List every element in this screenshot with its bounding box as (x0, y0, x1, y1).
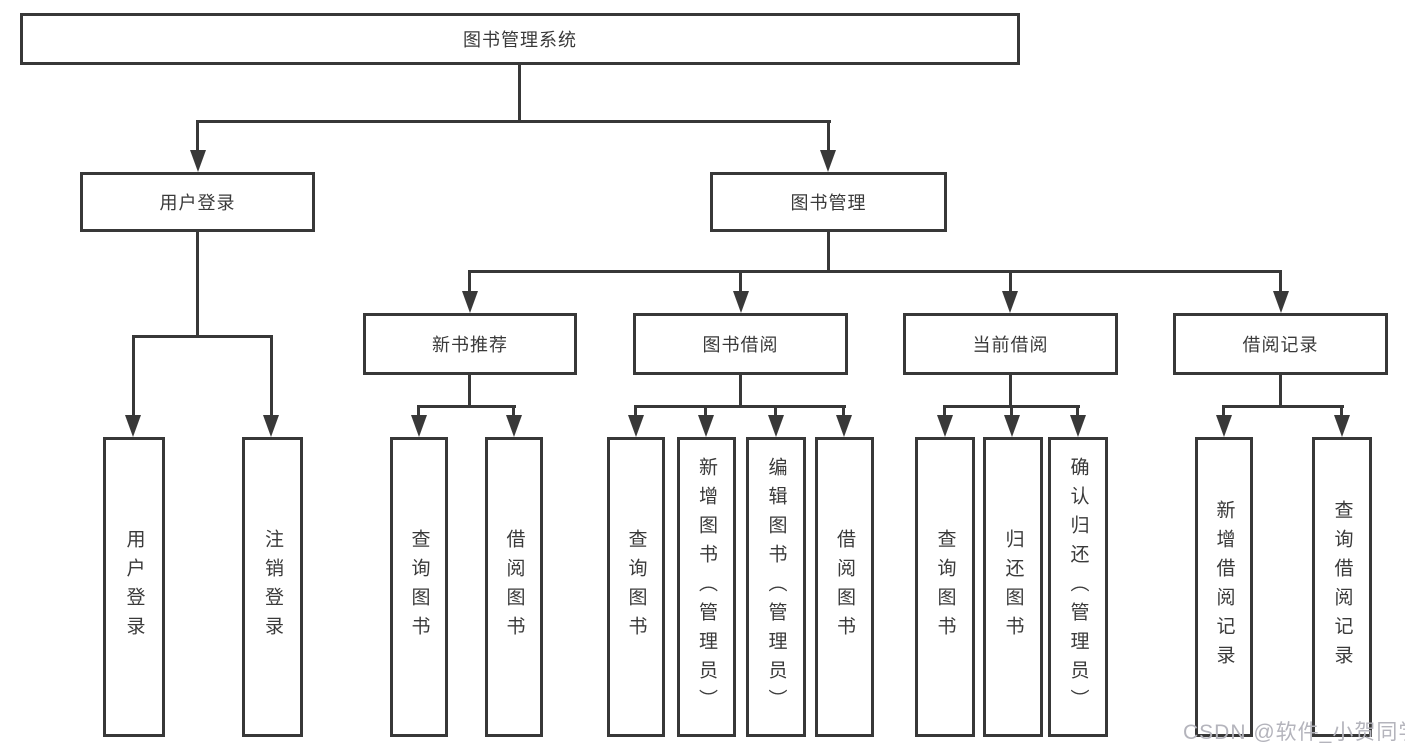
connector-drop-query-books-d (943, 405, 946, 415)
leaf-edit-books-admin: 编辑图书（管理员） (746, 437, 806, 737)
node-label: 当前借阅 (972, 335, 1049, 355)
leaf-add-borrow-record: 新增借阅记录 (1195, 437, 1253, 737)
connector-newbook-stem (468, 375, 471, 407)
leaf-logout: 注销登录 (242, 437, 303, 737)
leaf-query-books-recommend: 查询图书 (390, 437, 448, 737)
arrowhead-confirm-return-d (1070, 415, 1086, 437)
connector-drop-edit-books-c (774, 405, 777, 415)
arrowhead-add-books-c (698, 415, 714, 437)
connector-drop-new-book (468, 270, 471, 291)
connector-drop-leaf-user-login (132, 335, 135, 415)
connector-drop-add-record-e (1222, 405, 1225, 415)
node-label: 图书借阅 (702, 335, 779, 355)
connector-drop-book-management (827, 120, 830, 150)
node-book-management: 图书管理 (710, 172, 947, 232)
leaf-label: 用户登录 (123, 529, 145, 645)
arrowhead-book-management (820, 150, 836, 172)
node-borrow-records: 借阅记录 (1173, 313, 1388, 375)
arrowhead-leaf-logout (263, 415, 279, 437)
connector-drop-borrow-records (1279, 270, 1282, 291)
connector-root-branch (196, 120, 831, 123)
leaf-user-login: 用户登录 (103, 437, 165, 737)
connector-bookmgmt-branch (468, 270, 1282, 273)
leaf-return-books: 归还图书 (983, 437, 1043, 737)
connector-drop-leaf-logout (270, 335, 273, 415)
leaf-label: 新增借阅记录 (1213, 500, 1235, 674)
leaf-query-books-current: 查询图书 (915, 437, 975, 737)
connector-drop-query-books-c (634, 405, 637, 415)
connector-newbook-branch (417, 405, 516, 408)
arrowhead-new-book (462, 291, 478, 313)
leaf-label: 确认归还（管理员） (1067, 456, 1089, 718)
leaf-label: 注销登录 (262, 529, 283, 645)
leaf-query-books-borrow: 查询图书 (607, 437, 665, 737)
arrowhead-borrow-books-c (836, 415, 852, 437)
arrowhead-user-login (190, 150, 206, 172)
node-current-borrow: 当前借阅 (903, 313, 1118, 375)
leaf-query-borrow-record: 查询借阅记录 (1312, 437, 1372, 737)
leaf-confirm-return-admin: 确认归还（管理员） (1048, 437, 1108, 737)
connector-root-stem (518, 65, 521, 122)
connector-drop-add-books-c (704, 405, 707, 415)
arrowhead-leaf-user-login (125, 415, 141, 437)
arrowhead-query-books-c (628, 415, 644, 437)
connector-drop-user-login (196, 120, 199, 150)
leaf-label: 查询借阅记录 (1331, 500, 1353, 674)
csdn-watermark: CSDN @软件_小贺同学 (1183, 721, 1405, 744)
arrowhead-borrow-books-b (506, 415, 522, 437)
node-book-borrow: 图书借阅 (633, 313, 848, 375)
leaf-label: 查询图书 (408, 529, 430, 645)
node-label: 图书管理系统 (463, 30, 577, 50)
leaf-add-books-admin: 新增图书（管理员） (677, 437, 736, 737)
connector-currentborrow-stem (1009, 375, 1012, 407)
connector-borrowrecords-branch (1222, 405, 1344, 408)
connector-drop-borrow-books-c (842, 405, 845, 415)
arrowhead-query-books-b (411, 415, 427, 437)
leaf-label: 借阅图书 (503, 529, 525, 645)
leaf-label: 归还图书 (1002, 529, 1024, 645)
node-label: 借阅记录 (1242, 335, 1319, 355)
node-library-management-system: 图书管理系统 (20, 13, 1020, 65)
connector-drop-query-record-e (1340, 405, 1343, 415)
arrowhead-borrow-records (1273, 291, 1289, 313)
connector-bookmgmt-stem (827, 232, 830, 273)
leaf-label: 借阅图书 (834, 529, 855, 645)
arrowhead-edit-books-c (768, 415, 784, 437)
connector-drop-return-books-d (1010, 405, 1013, 415)
node-label: 新书推荐 (432, 335, 508, 355)
connector-bookborrow-branch (634, 405, 846, 408)
leaf-label: 查询图书 (934, 529, 956, 645)
leaf-borrow-books: 借阅图书 (815, 437, 874, 737)
node-label: 图书管理 (790, 193, 867, 213)
leaf-label: 新增图书（管理员） (696, 456, 717, 718)
node-user-login: 用户登录 (80, 172, 315, 232)
connector-drop-query-books-b (417, 405, 420, 415)
connector-drop-confirm-return-d (1076, 405, 1079, 415)
connector-drop-current-borrow (1009, 270, 1012, 291)
arrowhead-add-record-e (1216, 415, 1232, 437)
leaf-borrow-books-recommend: 借阅图书 (485, 437, 543, 737)
arrowhead-query-books-d (937, 415, 953, 437)
connector-userlogin-branch (132, 335, 273, 338)
node-label: 用户登录 (159, 193, 236, 213)
connector-userlogin-stem (196, 232, 199, 335)
arrowhead-query-record-e (1334, 415, 1350, 437)
connector-drop-book-borrow (739, 270, 742, 291)
connector-drop-borrow-books-b (512, 405, 515, 415)
node-new-book-recommend: 新书推荐 (363, 313, 577, 375)
arrowhead-book-borrow (733, 291, 749, 313)
arrowhead-return-books-d (1004, 415, 1020, 437)
connector-bookborrow-stem (739, 375, 742, 407)
connector-borrowrecords-stem (1279, 375, 1282, 407)
leaf-label: 查询图书 (625, 529, 647, 645)
leaf-label: 编辑图书（管理员） (765, 456, 787, 718)
arrowhead-current-borrow (1002, 291, 1018, 313)
